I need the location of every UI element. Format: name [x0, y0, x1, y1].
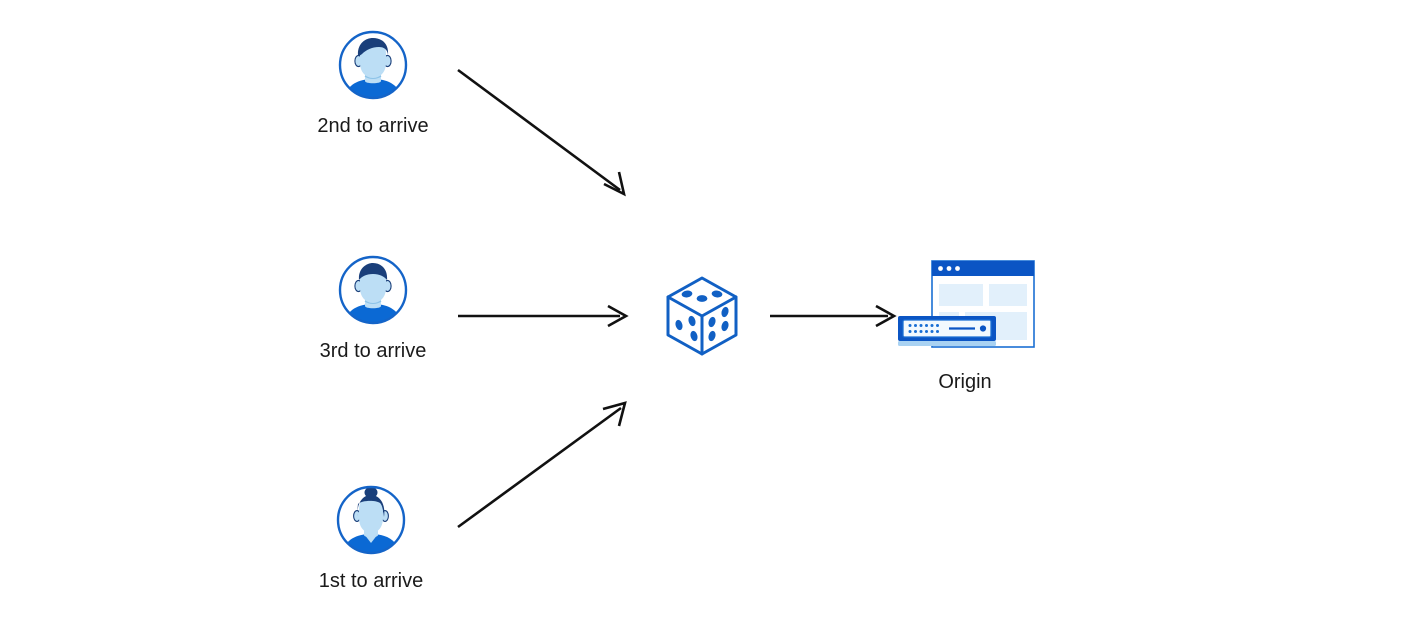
node-label-client-3rd: 3rd to arrive: [319, 340, 427, 362]
node-label-origin: Origin: [938, 371, 992, 393]
user-avatar-icon: [336, 28, 410, 102]
arrow-2nd-to-dice: [457, 68, 626, 197]
node-client-2nd[interactable]: 2nd to arrive: [298, 28, 448, 138]
user-avatar-icon: [336, 253, 410, 327]
node-label-client-1st: 1st to arrive: [318, 570, 424, 592]
server-device: [898, 316, 996, 346]
node-randomizer[interactable]: [656, 270, 748, 362]
node-client-3rd[interactable]: 3rd to arrive: [298, 253, 448, 363]
arrow-dice-to-origin: [770, 304, 897, 328]
node-origin[interactable]: Origin: [893, 258, 1037, 394]
node-label-client-2nd: 2nd to arrive: [317, 115, 429, 137]
origin-server-icon: [895, 258, 1035, 356]
dice-icon: [656, 270, 748, 362]
user-avatar-female-icon: [334, 483, 408, 557]
arrow-3rd-to-dice: [458, 304, 629, 328]
node-client-1st[interactable]: 1st to arrive: [296, 483, 446, 593]
arrow-1st-to-dice: [457, 401, 627, 529]
